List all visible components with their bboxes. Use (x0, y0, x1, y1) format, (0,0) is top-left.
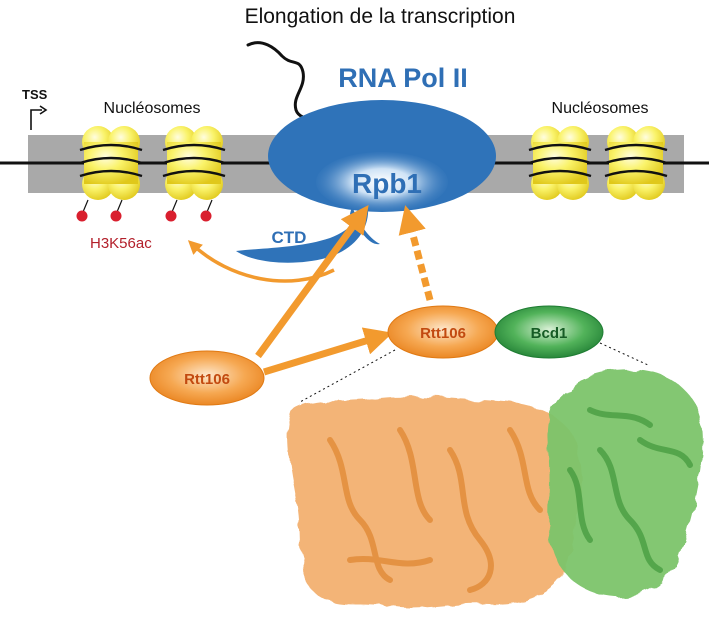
rtt106-complex-label: Rtt106 (420, 325, 466, 342)
crystal-structure (288, 369, 703, 608)
rtt106-ribbons (327, 427, 543, 593)
nucleosome-left-1 (79, 126, 143, 200)
diagram-title: Elongation de la transcription (245, 5, 516, 28)
bcd1-label: Bcd1 (531, 325, 568, 342)
bcd1 (494, 305, 604, 359)
nucleosome-right-2 (604, 126, 668, 200)
nucleosome-left-2 (162, 126, 226, 200)
tss-label: TSS (22, 87, 48, 102)
rpb1-label: Rpb1 (352, 168, 422, 199)
rpb1-highlight (316, 152, 448, 212)
zoom-line-right (599, 342, 649, 366)
nucleosome-right-1 (528, 126, 592, 200)
tss-marker: TSS (22, 87, 48, 130)
rtt106-free (149, 350, 265, 406)
arrow-rtt106-to-complex (262, 327, 393, 376)
zoom-line-left (299, 349, 396, 403)
rtt106-free-label: Rtt106 (184, 371, 230, 388)
rtt106-surface (288, 396, 582, 608)
histone-mark-label: H3K56ac (90, 235, 152, 252)
bcd1-ribbons (567, 407, 693, 573)
histone-acetylation-marks (76, 199, 213, 222)
nucleosome-label-left: Nucléosomes (104, 100, 201, 117)
arrow-rtt106-to-rpb1 (255, 204, 369, 359)
nucleosome-label-right: Nucléosomes (552, 100, 649, 117)
tss-arrowhead-icon (39, 105, 48, 115)
polymerase-name: RNA Pol II (338, 63, 468, 93)
ctd-label: CTD (272, 228, 307, 247)
tss-arrow-icon (30, 109, 42, 130)
arrow-complex-to-rpb1 (398, 205, 434, 301)
bcd1-surface (546, 369, 703, 597)
